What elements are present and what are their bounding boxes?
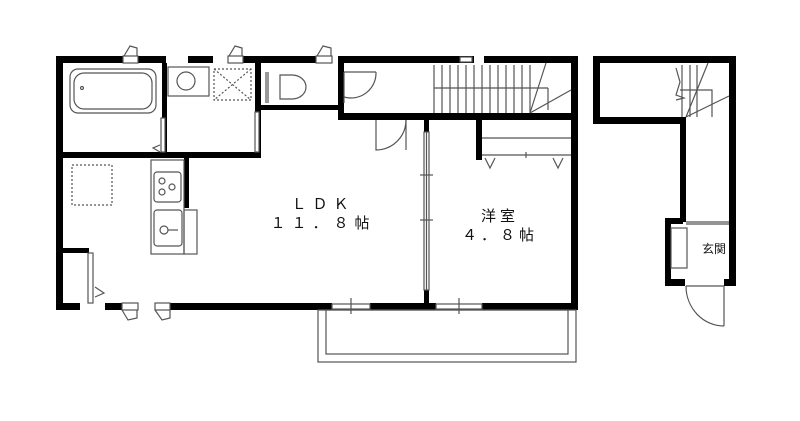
openings [69, 45, 577, 363]
room-label-western-room: 洋室 ４．８帖 [455, 207, 545, 245]
room-label-entrance: 玄関 [694, 242, 734, 257]
stairs [433, 62, 572, 114]
room-label-ldk: ＬＤＫ １１．８帖 [268, 195, 378, 233]
walls [56, 56, 578, 310]
room-size: １１．８帖 [270, 213, 376, 232]
room-name: ＬＤＫ [291, 195, 355, 213]
room-name: 玄関 [701, 242, 726, 256]
room-name: 洋室 [480, 207, 519, 225]
room-size: ４．８帖 [461, 225, 538, 244]
